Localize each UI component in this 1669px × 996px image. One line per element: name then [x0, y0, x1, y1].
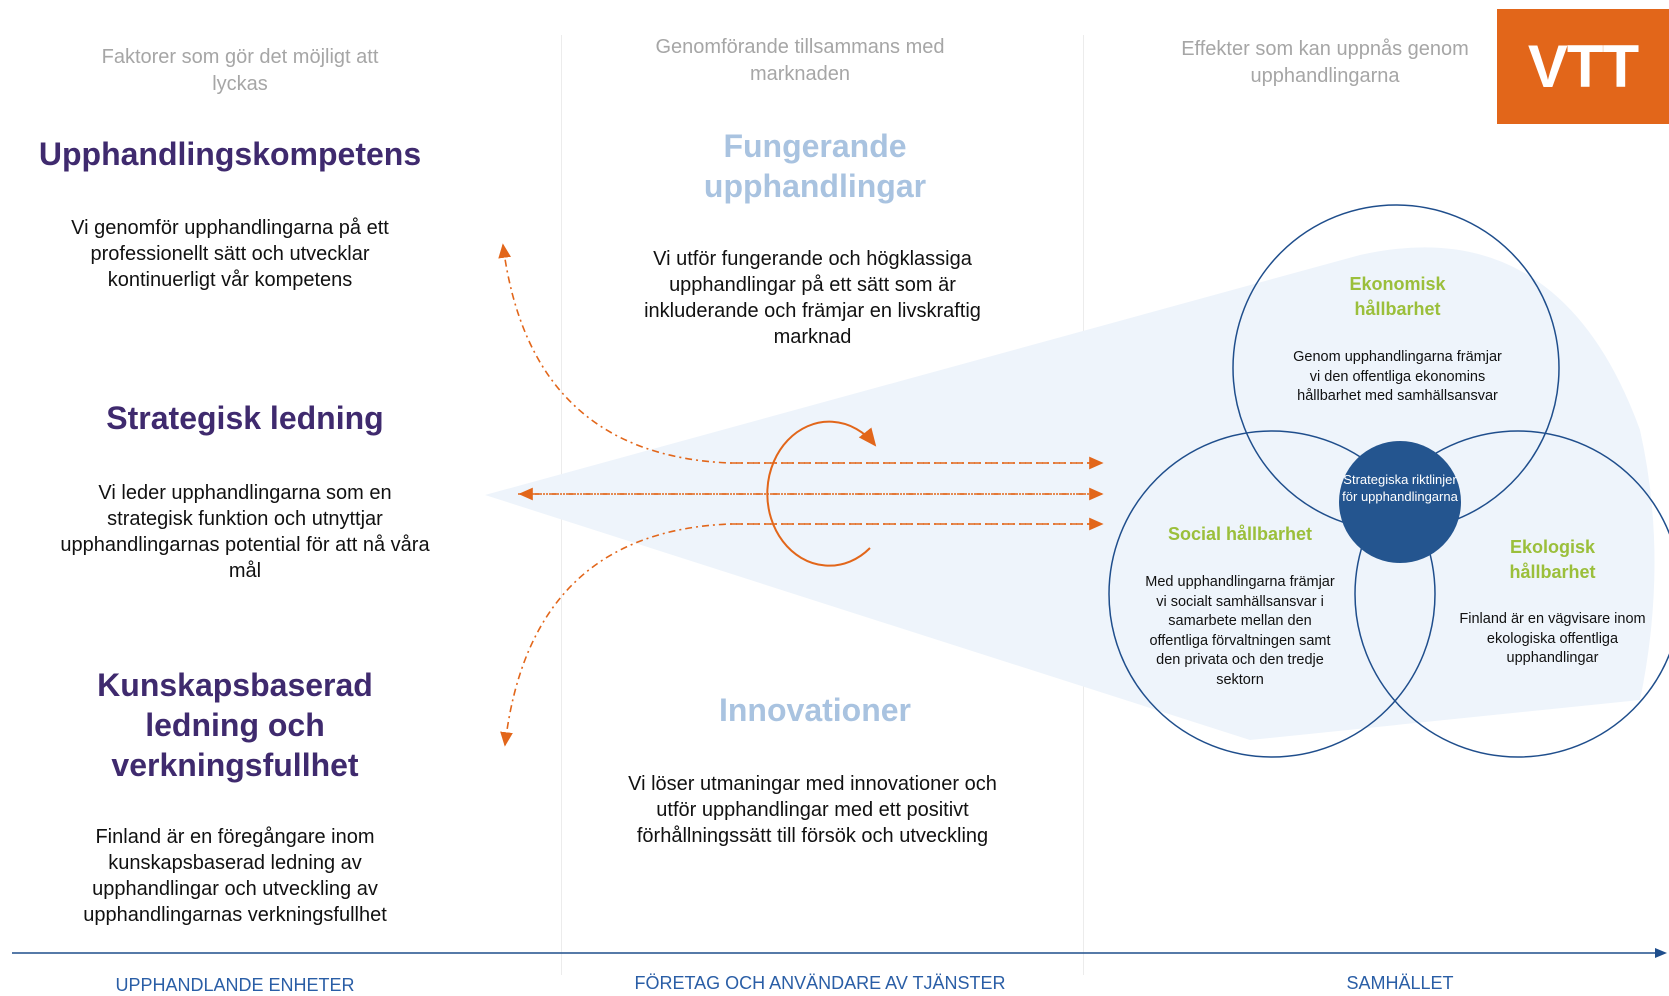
impact-cone [485, 247, 1655, 740]
circle-text-social: Med upphandlingarna främjar vi socialt s… [1145, 574, 1335, 688]
block-title-knowledge-based: Kunskapsbaserad ledning och verkningsful… [97, 667, 373, 783]
block-text-functioning-procurement: Vi utför fungerande och högklassiga upph… [644, 248, 981, 348]
circle-text-ecological: Finland är en vägvisare inom ekologiska … [1459, 611, 1646, 666]
footer-label-middle: FÖRETAG OCH ANVÄNDARE AV TJÄNSTER [634, 973, 1006, 993]
block-title-procurement-competence: Upphandlingskompetens [38, 136, 422, 172]
circle-title-ecological: Ekologisk hållbarhet [1509, 537, 1596, 582]
flow-arrows [498, 243, 1104, 747]
column-header-middle: Genomförande tillsammans med marknaden [655, 36, 945, 85]
footer-label-left: UPPHANDLANDE ENHETER [115, 975, 355, 995]
arrow-lower-curve [500, 523, 1100, 747]
venn-circles [1108, 204, 1669, 758]
block-title-functioning-procurement: Fungerande upphandlingar [703, 128, 927, 204]
block-title-innovations: Innovationer [718, 692, 911, 728]
circle-social [1108, 430, 1436, 758]
circle-ecological [1354, 430, 1669, 758]
circle-title-social: Social hållbarhet [1167, 524, 1313, 544]
block-text-innovations: Vi löser utmaningar med innovationer och… [628, 773, 997, 847]
column-header-left: Faktorer som gör det möjligt att lyckas [101, 46, 379, 95]
column-header-right: Effekter som kan uppnås genom upphandlin… [1181, 38, 1469, 87]
block-text-knowledge-based: Finland är en föregångare inom kunskapsb… [83, 826, 387, 926]
footer-label-right: SAMHÄLLET [1346, 973, 1454, 993]
vtt-logo: VTT [1497, 9, 1669, 124]
cycle-arc [766, 420, 877, 567]
center-circle [1339, 441, 1461, 563]
axis-arrowhead [1655, 948, 1667, 958]
arrow-upper-curve [498, 243, 1100, 464]
block-text-procurement-competence: Vi genomför upphandlingarna på ett profe… [71, 217, 389, 291]
block-text-strategic-leadership: Vi leder upphandlingarna som en strategi… [60, 482, 430, 582]
circle-text-economic: Genom upphandlingarna främjar vi den off… [1293, 349, 1502, 404]
circle-title-economic: Ekonomisk hållbarhet [1349, 274, 1446, 319]
block-title-strategic-leadership: Strategisk ledning [106, 400, 384, 436]
center-circle-label: Strategiska riktlinjer för upphandlingar… [1342, 472, 1458, 504]
